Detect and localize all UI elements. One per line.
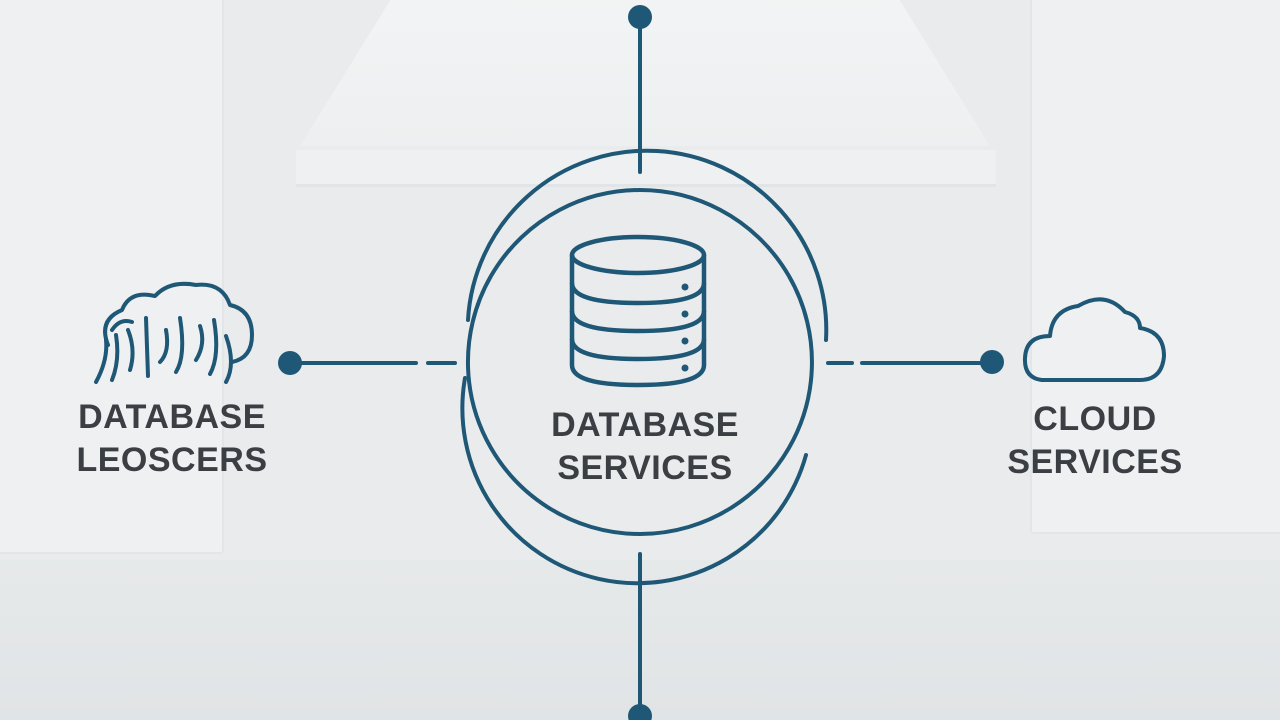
node-dot-bottom [628, 704, 652, 720]
outer-ring-arc-bottom [460, 376, 808, 586]
background-cabinet-right [1030, 0, 1280, 534]
left-node-label-line2: LEOSCERS [76, 440, 268, 479]
node-dot-top [628, 5, 652, 29]
inner-ring [465, 188, 814, 536]
left-node-label: DATABASE LEOSCERS [60, 396, 284, 481]
node-dot-right [980, 350, 1004, 374]
background-cabinet-left [0, 0, 224, 554]
database-icon [569, 234, 707, 388]
background-hood-band [296, 150, 996, 187]
outer-ring-arc-top [466, 148, 829, 342]
left-node-label-line1: DATABASE [78, 398, 266, 436]
cloud-icon [1022, 297, 1166, 382]
cloud-data-icon [94, 281, 254, 384]
center-node-label-line1: DATABASE [551, 406, 739, 444]
node-dot-left [278, 351, 302, 375]
center-node-label: DATABASE SERVICES [530, 404, 760, 489]
right-node-label: CLOUD SERVICES [990, 398, 1200, 483]
center-node-label-line2: SERVICES [557, 448, 733, 487]
right-node-label-line1: CLOUD [1033, 400, 1157, 438]
right-node-label-line2: SERVICES [1007, 442, 1183, 481]
